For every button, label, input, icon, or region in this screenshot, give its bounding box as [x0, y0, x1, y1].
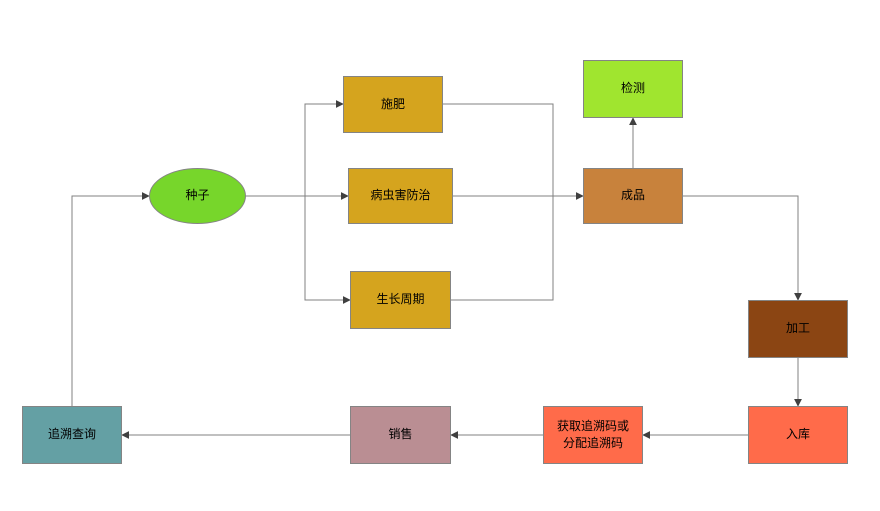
- edge-query-seed: [71, 192, 150, 406]
- edge-seed-fertilize: [304, 100, 344, 196]
- node-pest-control-label: 病虫害防治: [370, 188, 431, 203]
- node-seed-label: 种子: [185, 188, 210, 203]
- node-trace-query-label: 追溯查询: [47, 427, 96, 442]
- node-pest-control: 病虫害防治: [348, 168, 453, 224]
- node-finished-product: 成品: [583, 168, 683, 224]
- node-trace-code-label: 获取追溯码或 分配追溯码: [556, 418, 629, 450]
- node-seed: 种子: [149, 168, 246, 224]
- node-processing: 加工: [748, 300, 848, 358]
- node-growth-cycle-label: 生长周期: [376, 292, 425, 307]
- node-processing-label: 加工: [785, 321, 810, 336]
- node-inspection: 检测: [583, 60, 683, 118]
- node-warehouse-in: 入库: [748, 406, 848, 464]
- node-inspection-label: 检测: [620, 81, 645, 96]
- node-fertilize-label: 施肥: [380, 96, 405, 111]
- edge-fertilize-merge: [443, 103, 554, 196]
- node-trace-code: 获取追溯码或 分配追溯码: [543, 406, 643, 464]
- node-growth-cycle: 生长周期: [350, 271, 451, 329]
- node-fertilize: 施肥: [343, 76, 443, 133]
- node-trace-query: 追溯查询: [22, 406, 122, 464]
- node-warehouse-in-label: 入库: [785, 427, 810, 442]
- edge-growth-merge: [451, 196, 554, 301]
- node-finished-product-label: 成品: [620, 188, 645, 203]
- node-sales-label: 销售: [388, 427, 413, 442]
- edge-seed-growth: [304, 196, 351, 304]
- node-sales: 销售: [350, 406, 451, 464]
- edge-finished-process: [683, 195, 802, 301]
